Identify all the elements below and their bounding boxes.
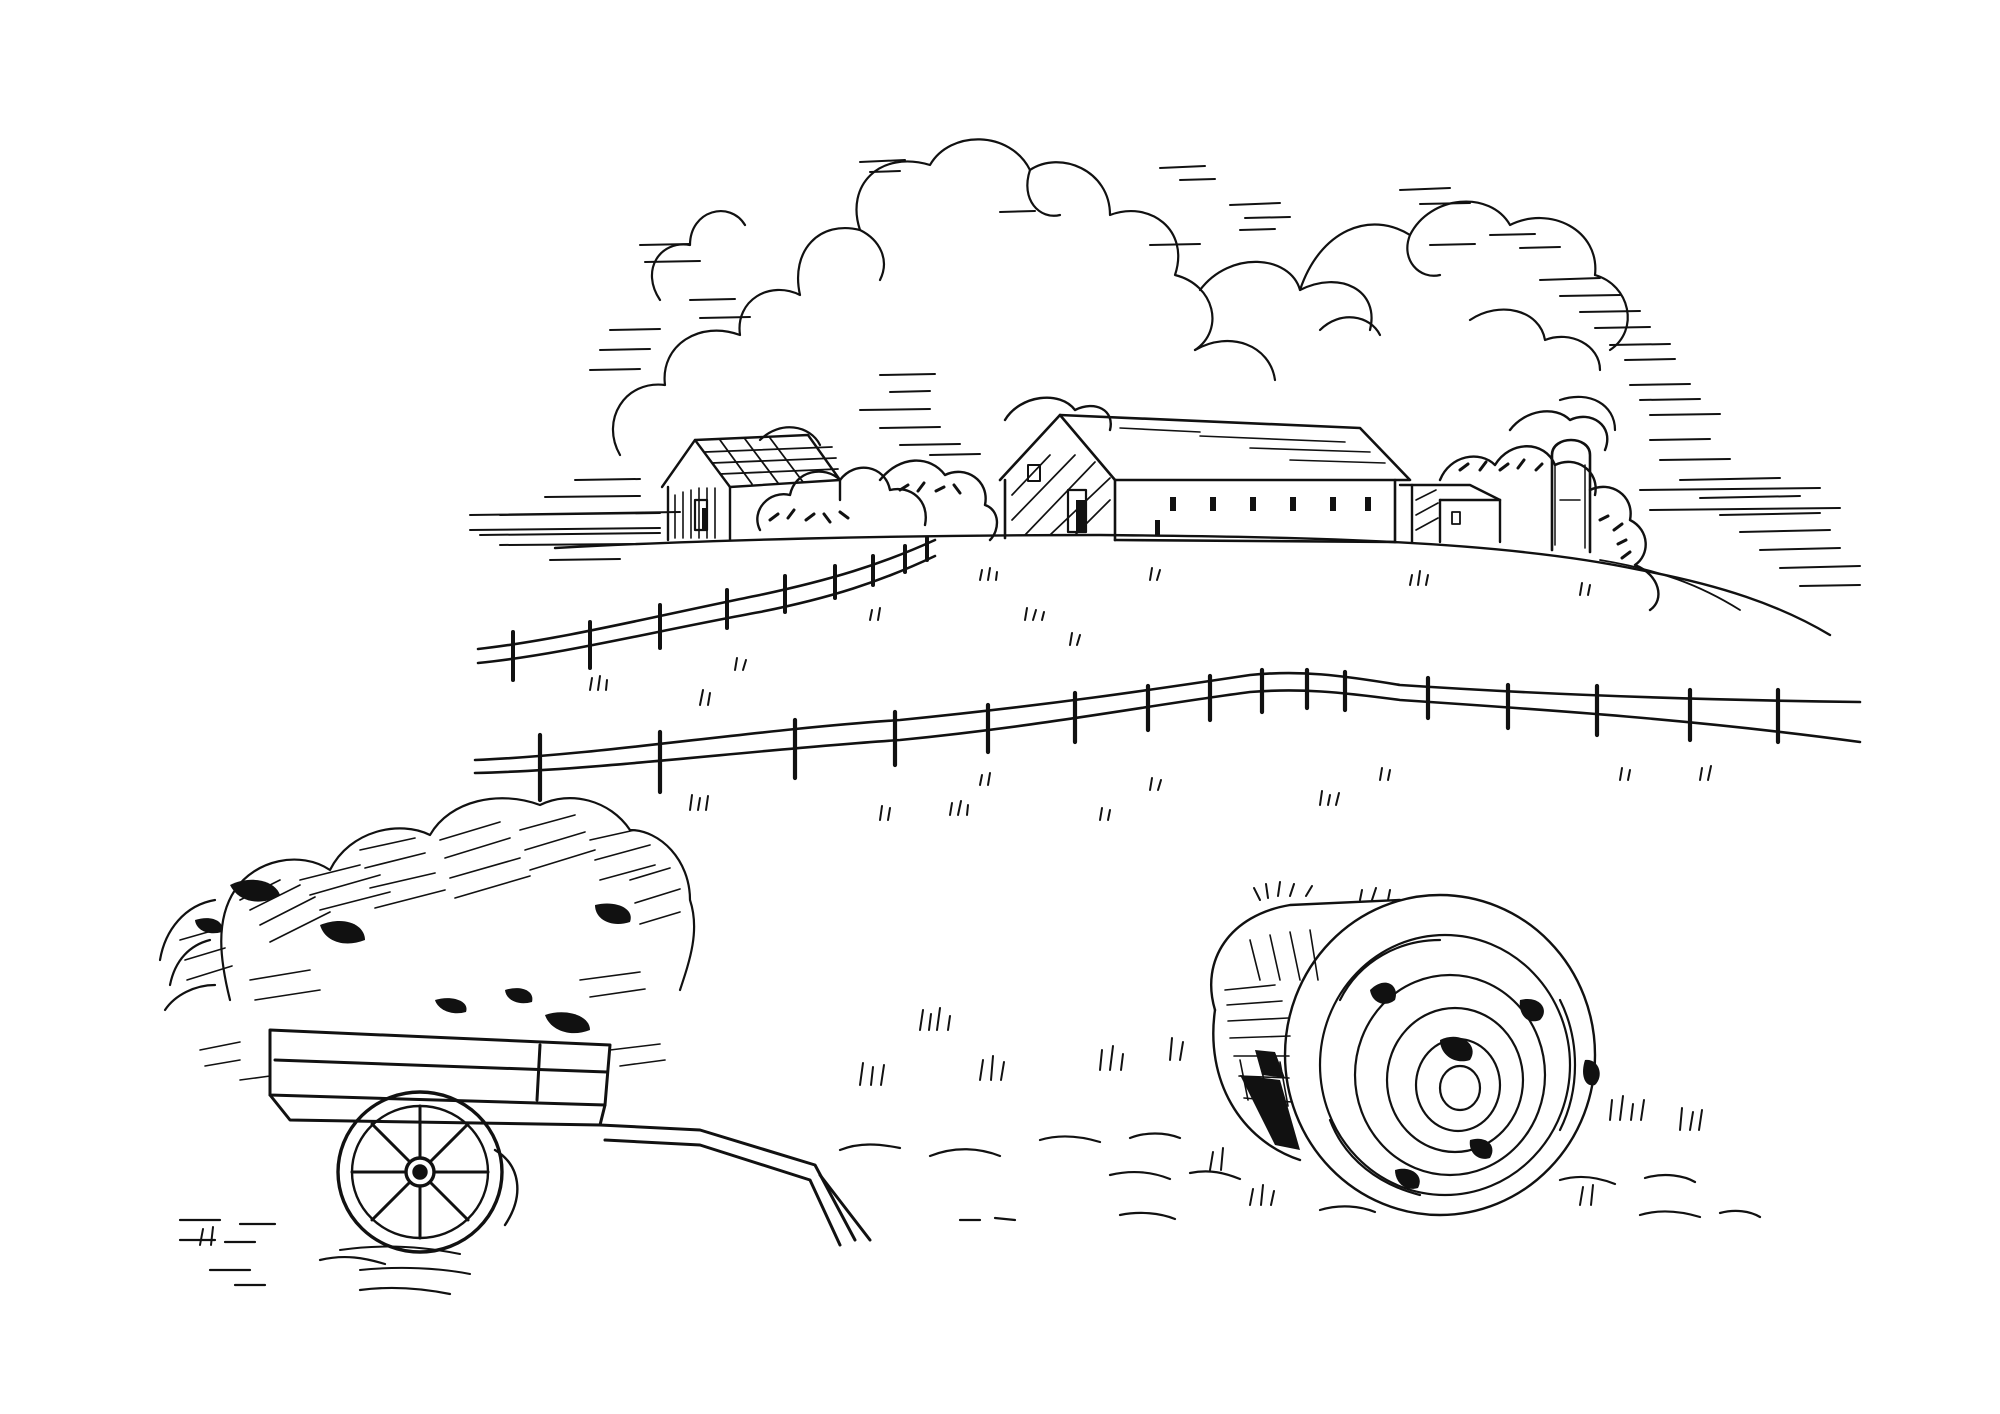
fence-upper	[476, 536, 937, 682]
trees	[756, 396, 1660, 612]
fence-lower	[473, 667, 1862, 803]
grass-tufts	[199, 567, 1712, 1246]
farmhouse-left	[660, 433, 842, 542]
rolling-hill	[553, 533, 1832, 637]
hay-cart	[158, 797, 872, 1275]
hay-bale-round	[1210, 881, 1600, 1217]
shed-right	[1398, 483, 1502, 544]
ground-scribbles	[178, 1132, 1762, 1296]
silo	[1550, 438, 1592, 554]
sky-clouds	[469, 138, 1861, 587]
cart-wheel	[336, 1090, 519, 1254]
barn-main	[998, 413, 1412, 544]
horizon-hatching	[469, 487, 1841, 536]
